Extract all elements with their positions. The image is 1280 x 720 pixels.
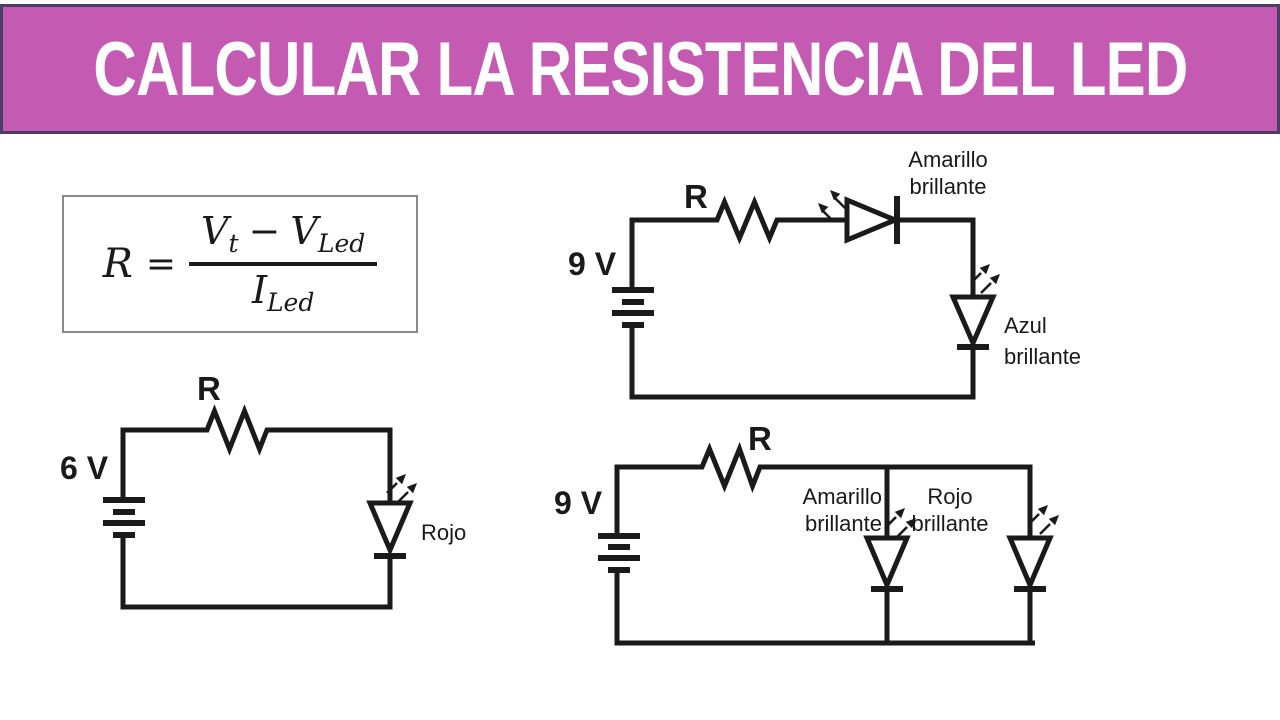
led-symbol-amarillo	[818, 190, 902, 244]
voltage-source-label: 6 V	[60, 450, 109, 486]
led-label-amarillo: Amarillo brillante	[802, 484, 882, 536]
led-symbol-azul	[949, 264, 1000, 350]
light-arrows-icon	[818, 190, 846, 222]
fraction-bar	[189, 262, 378, 266]
wire	[629, 195, 976, 400]
formula-fraction: Vt−VLed ILed	[189, 209, 378, 318]
light-arrows-icon	[970, 264, 1000, 294]
led-label-rojo: Rojo	[421, 520, 467, 545]
voltage-source-label: 9 V	[568, 246, 617, 282]
formula-denominator: ILed	[251, 268, 315, 317]
battery-symbol	[598, 533, 640, 573]
battery-symbol	[612, 287, 654, 328]
formula-numerator: Vt−VLed	[201, 209, 366, 259]
wire	[614, 441, 1035, 646]
wire	[120, 404, 393, 610]
light-arrows-icon	[885, 508, 916, 538]
led-symbol-amarillo	[863, 508, 916, 592]
formula-lhs: R	[102, 241, 133, 287]
voltage-source-label: 9 V	[554, 485, 603, 521]
resistor-label: R	[748, 420, 772, 457]
led-label-azul: Azul brillante	[1004, 313, 1082, 369]
resistor-formula-box: R = Vt−VLed ILed	[62, 195, 418, 333]
formula-equals: =	[145, 243, 177, 285]
title-banner: CALCULAR LA RESISTENCIA DEL LED	[0, 4, 1280, 134]
page-title: CALCULAR LA RESISTENCIA DEL LED	[92, 26, 1188, 112]
led-symbol-rojo	[1006, 505, 1059, 592]
led-label-amarillo: Amarillo brillante	[908, 147, 988, 199]
parallel-circuit-diagram	[598, 441, 1059, 646]
single-led-circuit-diagram	[103, 404, 417, 610]
led-symbol-rojo	[366, 474, 417, 559]
resistor-label: R	[684, 178, 708, 215]
series-circuit-diagram	[612, 190, 1000, 400]
battery-symbol	[103, 497, 145, 538]
led-label-rojo: Rojo brillante	[911, 484, 989, 536]
light-arrows-icon	[1028, 505, 1059, 535]
light-arrows-icon	[386, 474, 417, 503]
resistor-label: R	[197, 370, 221, 407]
